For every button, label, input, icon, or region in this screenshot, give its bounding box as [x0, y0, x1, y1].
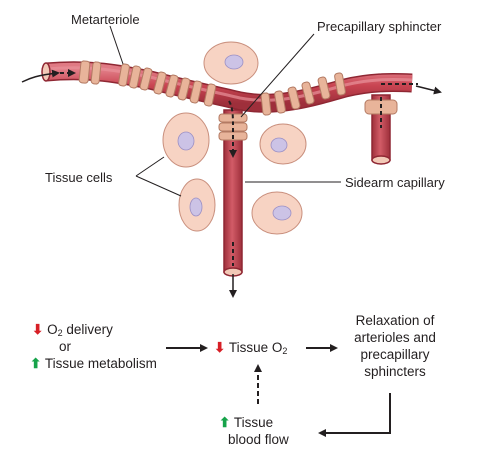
increase-arrow-icon: ⬆	[219, 415, 231, 430]
tissue-cell	[178, 178, 216, 232]
o2-subscript: 2	[57, 328, 63, 338]
blood-flow-text: blood flow	[228, 432, 289, 447]
flowchart-arrows	[166, 344, 391, 437]
vessel-opening	[371, 155, 391, 165]
leader-lines	[109, 25, 341, 197]
sidearm-capillary-label: Sidearm capillary	[345, 175, 445, 190]
vessel-opening	[41, 62, 51, 82]
tissue-cells-label: Tissue cells	[45, 170, 113, 185]
relaxation-line: arterioles and	[354, 330, 436, 345]
increase-arrow-icon: ⬆	[30, 356, 42, 371]
tissue-o2-node: ⬇ Tissue O2	[214, 339, 287, 356]
o2-subscript: 2	[282, 346, 288, 356]
tissue-metabolism-text: Tissue metabolism	[44, 356, 157, 371]
tissue-cell	[259, 123, 307, 165]
tissue-blood-flow-line1: ⬆ Tissue	[219, 414, 319, 431]
relaxation-line: precapillary	[360, 347, 430, 362]
precapillary-sphincter-label: Precapillary sphincter	[317, 19, 442, 34]
relaxation-node: Relaxation of arterioles and precapillar…	[340, 312, 450, 380]
tissue-blood-flow-node: ⬆ Tissue blood flow	[219, 414, 319, 448]
tissue-cell	[162, 112, 210, 168]
smooth-muscle-bands	[78, 60, 346, 116]
o2-delivery-or-metabolism: ⬇ O2 delivery or ⬆ Tissue metabolism	[30, 321, 180, 372]
delivery-text: delivery	[62, 322, 113, 337]
relaxation-line: Relaxation of	[355, 313, 435, 328]
tissue-metabolism-line: ⬆ Tissue metabolism	[30, 355, 180, 372]
o2-delivery-line: ⬇ O2 delivery	[30, 321, 180, 338]
tissue-cell	[251, 191, 303, 235]
tissue-cells	[162, 41, 307, 235]
tissue-text: Tissue	[233, 415, 274, 430]
or-text: or	[59, 339, 72, 354]
metarteriole-label: Metarteriole	[71, 12, 140, 27]
tissue-o2-text: Tissue O	[228, 340, 283, 355]
relaxation-line: sphincters	[364, 364, 426, 379]
tissue-cell	[203, 41, 259, 85]
precapillary-sphincter-bands	[218, 113, 248, 141]
blood-flow-arrows	[21, 69, 442, 298]
o2-text: O	[47, 322, 58, 337]
decrease-arrow-icon: ⬇	[214, 340, 226, 355]
vessels	[41, 61, 413, 277]
decrease-arrow-icon: ⬇	[32, 322, 44, 337]
